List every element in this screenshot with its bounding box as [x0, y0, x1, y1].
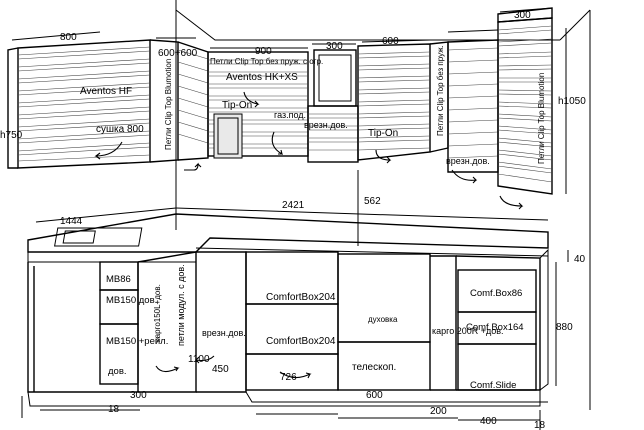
label-inset-closer-right: врезн.дов. — [446, 156, 490, 166]
dim-300-bottom: 300 — [130, 390, 147, 401]
label-comf-box86: Comf.Box86 — [470, 288, 522, 299]
label-mb150-closer: MB150 дов. — [106, 295, 157, 306]
label-comf-slide: Comf.Slide — [470, 380, 516, 391]
dim-h750: h750 — [0, 130, 23, 141]
room-outline — [175, 0, 591, 410]
label-telescopic: телескоп. — [352, 362, 396, 373]
dim-400-bottom: 400 — [480, 416, 497, 427]
upper-cabinet-300-a — [429, 39, 499, 173]
label-inset-closer-mid: врезн.дов. — [202, 328, 246, 338]
label-mb86: MB86 — [106, 274, 131, 285]
label-clip-top-no-spring: Петли Clip Top без пруж. — [436, 45, 445, 136]
dim-300-a: 300 — [326, 41, 343, 52]
dim-600-bottom: 600 — [366, 390, 383, 401]
dim-800: 800 — [60, 32, 77, 43]
dim-900: 900 — [255, 46, 272, 57]
upper-cabinet-900 — [207, 51, 309, 159]
label-closer-bottom: дов. — [108, 366, 127, 377]
dim-600-600: 600+600 — [158, 48, 198, 59]
label-tip-on-right: Tip-On — [368, 128, 398, 139]
dim-600-top: 600 — [382, 36, 399, 47]
label-modular-hinges: петли модул. с дов. — [176, 264, 186, 346]
dim-2421: 2421 — [282, 200, 305, 211]
dim-880: 880 — [556, 322, 573, 333]
dim-562: 562 — [364, 196, 381, 207]
label-aventos-hf: Aventos HF — [80, 86, 132, 97]
label-mb150-closer-text: MB150 дов. — [106, 295, 157, 306]
label-dryer-800: сушка 800 — [96, 124, 144, 135]
dim-200-bottom: 200 — [430, 406, 447, 417]
dim-18-left: 18 — [108, 404, 120, 415]
upper-cabinet-tall-right — [497, 7, 553, 195]
dim-h1050: h1050 — [558, 96, 586, 107]
dim-450: 450 — [212, 364, 229, 375]
label-clip-top-blumotion-right: Петли Clip Top Blumotion — [537, 73, 546, 164]
dim-726: 726 — [280, 372, 297, 383]
label-aventos-hk-xs: Aventos HK+XS — [226, 72, 298, 83]
label-gas-lift: газ.под. — [274, 110, 306, 120]
label-comfortbox-top: ComfortBox204 — [266, 292, 336, 303]
label-mb150-rail: MB150 +рейл. — [106, 336, 168, 347]
label-tip-on-left: Tip-On — [222, 100, 252, 111]
label-clip-top-no-spring-limit: Петли Clip Top без пруж. с огр. — [210, 57, 323, 66]
label-inset-closer-top: врезн.дов. — [304, 120, 348, 130]
dim-40: 40 — [574, 254, 586, 265]
label-cargo-200r: карго 200R +дов. — [432, 326, 504, 336]
dim-1100: 1100 — [188, 354, 210, 365]
dim-18-right: 18 — [534, 420, 546, 430]
open-shelf-300 — [307, 49, 359, 163]
label-clip-top-blumotion-left: Петли Clip Top Blumotion — [164, 59, 173, 150]
label-cargo-150l: карго150L+дов. — [153, 284, 162, 342]
base-cabinets — [27, 248, 549, 407]
label-comfortbox-bottom: ComfortBox204 — [266, 336, 336, 347]
label-comf-box164: Comf.Box164 — [466, 322, 524, 333]
dim-1444: 1444 — [60, 216, 83, 227]
opening-arrows — [94, 91, 524, 379]
dim-300-top: 300 — [514, 10, 531, 21]
upper-cabinet-600 — [357, 43, 431, 161]
label-oven: духовка — [368, 315, 398, 324]
dimension-lines — [7, 7, 569, 430]
